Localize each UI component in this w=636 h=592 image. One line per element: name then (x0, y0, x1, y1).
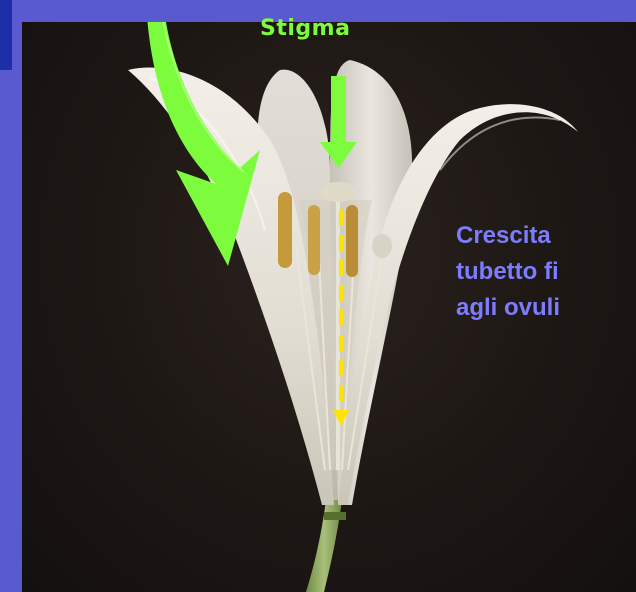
pollen-tube-caption: Crescita tubetto fi agli ovuli (456, 218, 560, 326)
stigma (320, 182, 356, 202)
anther (346, 205, 358, 277)
anther (308, 205, 320, 275)
stem-node (324, 512, 346, 520)
anther (372, 234, 392, 258)
anther (278, 192, 292, 268)
caption-line: Crescita (456, 218, 560, 254)
slide-accent-bar (0, 0, 12, 70)
caption-line: agli ovuli (456, 290, 560, 326)
stigma-label: Stigma (260, 16, 350, 41)
caption-line: tubetto fi (456, 254, 560, 290)
